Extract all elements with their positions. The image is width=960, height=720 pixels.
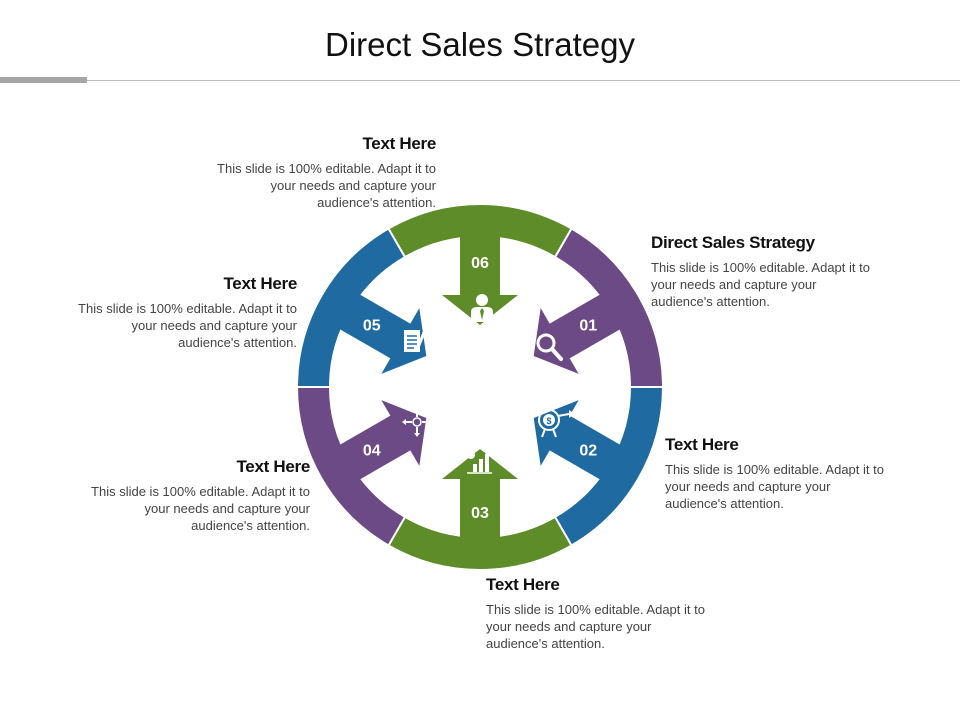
segment-number-02: 02	[579, 443, 597, 460]
businessman-icon	[471, 294, 493, 322]
block-body: This slide is 100% editable. Adapt it to…	[91, 484, 310, 533]
text-block-01: Direct Sales Strategy This slide is 100%…	[651, 233, 876, 310]
document-pen-icon	[404, 329, 427, 352]
block-heading: Direct Sales Strategy	[651, 233, 815, 252]
title-accent-bar	[0, 77, 87, 83]
segment-number-06: 06	[471, 255, 489, 272]
block-body: This slide is 100% editable. Adapt it to…	[651, 260, 870, 309]
segment-arrow-02	[533, 400, 624, 482]
arrows-out-icon	[402, 407, 432, 437]
block-body: This slide is 100% editable. Adapt it to…	[486, 602, 705, 651]
segment-arrow-06	[442, 233, 518, 325]
svg-text:$: $	[546, 416, 551, 426]
target-dollar-icon: $	[538, 409, 575, 438]
segment-number-04: 04	[363, 443, 381, 460]
slide-title: Direct Sales Strategy	[325, 26, 635, 63]
segment-ring-06	[387, 203, 573, 259]
block-heading: Text Here	[362, 134, 436, 153]
block-body: This slide is 100% editable. Adapt it to…	[665, 462, 884, 511]
magnifier-icon	[536, 333, 563, 361]
segment-arrow-03	[442, 449, 518, 541]
block-body: This slide is 100% editable. Adapt it to…	[78, 301, 297, 350]
text-block-05: Text Here This slide is 100% editable. A…	[72, 274, 297, 351]
text-block-03: Text Here This slide is 100% editable. A…	[486, 575, 711, 652]
block-heading: Text Here	[236, 457, 310, 476]
block-body: This slide is 100% editable. Adapt it to…	[217, 161, 436, 210]
bar-chart-icon	[467, 451, 492, 474]
text-block-06: Text Here This slide is 100% editable. A…	[211, 134, 436, 211]
block-heading: Text Here	[665, 435, 739, 454]
block-heading: Text Here	[223, 274, 297, 293]
segment-arrow-05	[336, 292, 427, 374]
segment-arrow-04	[336, 400, 427, 482]
title-divider	[0, 80, 960, 81]
text-block-04: Text Here This slide is 100% editable. A…	[85, 457, 310, 534]
text-block-02: Text Here This slide is 100% editable. A…	[665, 435, 890, 512]
segment-number-05: 05	[363, 318, 381, 335]
segment-number-01: 01	[579, 318, 597, 335]
segment-number-03: 03	[471, 505, 489, 522]
block-heading: Text Here	[486, 575, 560, 594]
